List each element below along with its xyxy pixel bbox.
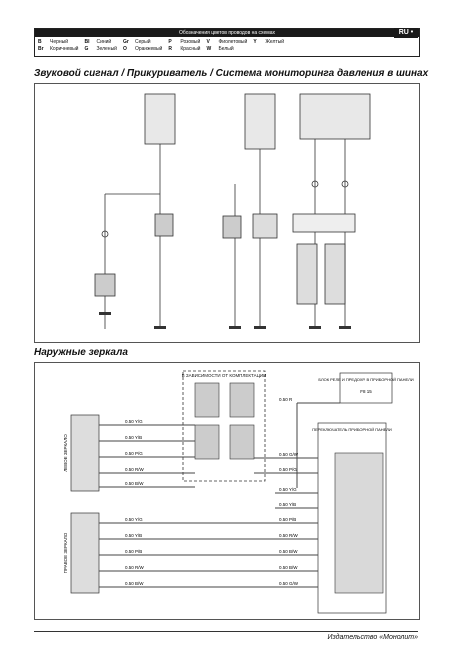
- legend-entry: BI Синий: [84, 39, 116, 46]
- wire-label: 0.50 B/W: [125, 481, 144, 486]
- mirrors-diagram-drawing: В ЗАВИСИМОСТИ ОТ КОМПЛЕКТАЦИИ БЛОК РЕЛЕ …: [63, 370, 414, 614]
- horn-diagram-drawing: [94, 93, 371, 329]
- legend-entry: Gr Серый: [123, 39, 162, 46]
- wire-label: 0.50 Y/G: [125, 517, 143, 522]
- wire-label: 0.50 B/W: [279, 565, 298, 570]
- left-mirror-label: ЛЕВОЕ ЗЕРКАЛО: [63, 434, 68, 472]
- legend-entry: R Красный: [168, 46, 200, 53]
- legend-color-name: Желтый: [265, 39, 285, 45]
- legend-column: Y Желтый: [253, 39, 284, 53]
- legend-color-name: Фиолетовый: [218, 39, 248, 45]
- wire-label: 0.50 P/B: [279, 517, 296, 522]
- wire-label: 0.50 Y/B: [279, 502, 296, 507]
- legend-color-name: Черный: [50, 39, 69, 45]
- legend-color-name: Белый: [218, 46, 234, 52]
- legend-color-name: Синий: [96, 39, 112, 45]
- legend-entry: P Розовый: [168, 39, 200, 46]
- legend-code: Br: [38, 46, 44, 52]
- legend-color-name: Серый: [134, 39, 151, 45]
- wire-label: 0.50 Y/B: [125, 435, 142, 440]
- wire-label: 0.50 B/W: [279, 549, 298, 554]
- footer-divider: [34, 631, 418, 632]
- publisher-footer: Издательство «Монолит»: [327, 634, 418, 641]
- wire-label: 0.50 R/W: [125, 467, 145, 472]
- legend-entry: W Белый: [206, 46, 247, 53]
- outside-mirrors-diagram: В ЗАВИСИМОСТИ ОТ КОМПЛЕКТАЦИИ БЛОК РЕЛЕ …: [34, 362, 420, 620]
- wire-label: 0.50 P/G: [279, 467, 297, 472]
- legend-entry: Br Коричневый: [38, 46, 78, 53]
- wire-label: 0.50 R: [279, 397, 293, 402]
- legend-code: Y: [253, 39, 257, 45]
- legend-entry: G Зеленый: [84, 46, 116, 53]
- switch-label: ПЕРЕКЛЮЧАТЕЛЬ ПРИБОРНОЙ ПАНЕЛИ: [312, 427, 392, 432]
- wire-label: 0.50 Y/B: [125, 533, 142, 538]
- page-number-badge: RU • 267: [394, 28, 418, 46]
- wire-color-legend: Обозначения цветов проводов на схемах B Ч…: [34, 28, 420, 57]
- legend-entry: O Оранжевый: [123, 46, 162, 53]
- legend-code: V: [206, 39, 210, 45]
- legend-code: G: [84, 46, 89, 52]
- legend-code: W: [206, 46, 212, 52]
- legend-entry: Y Желтый: [253, 39, 284, 46]
- legend-color-name: Зеленый: [96, 46, 117, 52]
- mirrors-section-title: Наружные зеркала: [34, 347, 128, 358]
- legend-code: P: [168, 39, 172, 45]
- legend-code: Gr: [122, 39, 129, 45]
- relay-box-label: БЛОК РЕЛЕ И ПРЕДОХР. В ПРИБОРНОЙ ПАНЕЛИ: [318, 377, 413, 382]
- legend-code: R: [168, 46, 172, 52]
- right-mirror-label: ПРАВОЕ ЗЕРКАЛО: [63, 532, 68, 573]
- legend-code: O: [122, 46, 127, 52]
- wire-label: 0.50 G/W: [279, 581, 299, 586]
- legend-color-name: Красный: [180, 46, 201, 52]
- wire-label: 0.50 Y/G: [279, 487, 297, 492]
- legend-entry: V Фиолетовый: [206, 39, 247, 46]
- wire-label: 0.50 P/B: [125, 549, 142, 554]
- legend-entry: B Черный: [38, 39, 78, 46]
- wire-label: 0.50 G/W: [279, 452, 299, 457]
- wire-label: 0.50 B/W: [125, 581, 144, 586]
- legend-color-name: Коричневый: [50, 46, 79, 52]
- wire-label: 0.50 Y/G: [125, 419, 143, 424]
- wire-label: 0.50 P/G: [125, 451, 143, 456]
- legend-color-name: Розовый: [180, 39, 201, 45]
- wire-label: 0.50 R/W: [279, 533, 299, 538]
- horn-lighter-tpms-diagram: [34, 83, 420, 343]
- option-label: В ЗАВИСИМОСТИ ОТ КОМПЛЕКТАЦИИ: [182, 373, 267, 378]
- fuse-label: F8 15: [360, 389, 372, 394]
- legend-code: B: [38, 39, 42, 45]
- legend-color-name: Оранжевый: [134, 46, 163, 52]
- legend-title: Обозначения цветов проводов на схемах: [35, 29, 419, 37]
- wire-label: 0.50 R/W: [125, 565, 145, 570]
- horn-section-title: Звуковой сигнал / Прикуриватель / Систем…: [34, 68, 429, 79]
- legend-code: BI: [84, 39, 90, 45]
